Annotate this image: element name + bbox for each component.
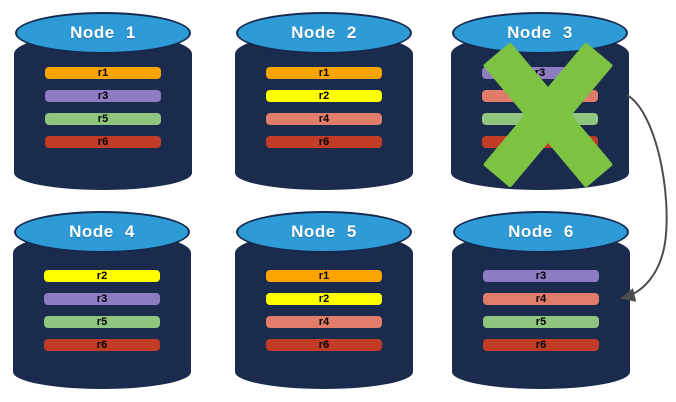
replica-label: r6 bbox=[318, 136, 330, 148]
replication-arrow-icon bbox=[620, 94, 668, 302]
node-4-cylinder: Node 4 r2 r3 r5 r6 bbox=[13, 211, 191, 389]
replica-bar: r5 bbox=[44, 316, 160, 328]
replica-bar: r5 bbox=[45, 113, 161, 125]
replica-bar: r3 bbox=[483, 270, 599, 282]
node-1-cylinder: Node 1 r1 r3 r5 r6 bbox=[14, 12, 192, 190]
replica-label: r5 bbox=[96, 316, 108, 328]
node-title: Node 4 bbox=[69, 222, 135, 241]
replica-bar: r6 bbox=[266, 339, 382, 351]
replica-bar: r6 bbox=[483, 339, 599, 351]
failure-x-icon bbox=[451, 12, 629, 190]
replica-bar: r6 bbox=[266, 136, 382, 148]
cylinder-body bbox=[452, 232, 630, 389]
replica-label: r3 bbox=[535, 270, 547, 282]
replica-bar: r4 bbox=[266, 113, 382, 125]
cylinder-body bbox=[13, 232, 191, 389]
replica-label: r6 bbox=[535, 339, 547, 351]
node-title: Node 1 bbox=[70, 23, 136, 42]
cylinder-top: Node 2 bbox=[236, 12, 412, 54]
node-2-cylinder: Node 2 r1 r2 r4 r6 bbox=[235, 12, 413, 190]
replica-label: r3 bbox=[96, 293, 108, 305]
replica-list: r1 r3 r5 r6 bbox=[45, 67, 161, 148]
replica-bar: r3 bbox=[45, 90, 161, 102]
cylinder-body bbox=[235, 33, 413, 190]
replica-bar: r2 bbox=[266, 293, 382, 305]
replica-bar: r4 bbox=[266, 316, 382, 328]
replica-bar: r4 bbox=[483, 293, 599, 305]
replica-bar: r2 bbox=[266, 90, 382, 102]
replica-label: r5 bbox=[97, 113, 109, 125]
arrow-path bbox=[620, 94, 668, 302]
node-5-cylinder: Node 5 r1 r2 r4 r6 bbox=[235, 211, 413, 389]
cylinder-top: Node 6 bbox=[453, 211, 629, 253]
cylinder-top: Node 1 bbox=[15, 12, 191, 54]
replica-bar: r1 bbox=[45, 67, 161, 79]
replica-label: r2 bbox=[96, 270, 108, 282]
cylinder-body bbox=[235, 232, 413, 389]
node-3-cylinder: Node 3 r3 bbox=[451, 12, 629, 190]
replica-bar: r1 bbox=[266, 270, 382, 282]
replica-label: r2 bbox=[318, 293, 330, 305]
replica-list: r3 r4 r5 r6 bbox=[483, 270, 599, 351]
replica-label: r1 bbox=[318, 270, 330, 282]
replica-label: r4 bbox=[318, 316, 330, 328]
replica-list: r2 r3 r5 r6 bbox=[44, 270, 160, 351]
replica-label: r4 bbox=[535, 293, 547, 305]
replica-label: r5 bbox=[535, 316, 547, 328]
cylinder-body bbox=[14, 33, 192, 190]
replica-label: r1 bbox=[318, 67, 330, 79]
cylinder-top: Node 3 bbox=[452, 12, 628, 54]
replica-list: r1 r2 r4 r6 bbox=[266, 270, 382, 351]
cylinder-top: Node 5 bbox=[236, 211, 412, 253]
replica-label: r6 bbox=[318, 339, 330, 351]
replica-label: r3 bbox=[97, 90, 109, 102]
replica-label: r4 bbox=[318, 113, 330, 125]
replica-bar: r5 bbox=[483, 316, 599, 328]
replica-bar: r3 bbox=[44, 293, 160, 305]
replica-bar: r6 bbox=[45, 136, 161, 148]
node-title: Node 6 bbox=[508, 222, 574, 241]
replica-bar: r2 bbox=[44, 270, 160, 282]
node-title: Node 5 bbox=[291, 222, 357, 241]
node-title: Node 3 bbox=[507, 23, 573, 42]
replica-label: r6 bbox=[96, 339, 108, 351]
replica-label: r2 bbox=[318, 90, 330, 102]
replica-list: r1 r2 r4 r6 bbox=[266, 67, 382, 148]
replica-bar: r6 bbox=[44, 339, 160, 351]
cylinder-top: Node 4 bbox=[14, 211, 190, 253]
replica-label: r1 bbox=[97, 67, 109, 79]
replica-bar: r1 bbox=[266, 67, 382, 79]
node-6-cylinder: Node 6 r3 r4 r5 r6 bbox=[452, 211, 630, 389]
node-title: Node 2 bbox=[291, 23, 357, 42]
replica-label: r6 bbox=[97, 136, 109, 148]
replica-label: r3 bbox=[534, 67, 546, 79]
